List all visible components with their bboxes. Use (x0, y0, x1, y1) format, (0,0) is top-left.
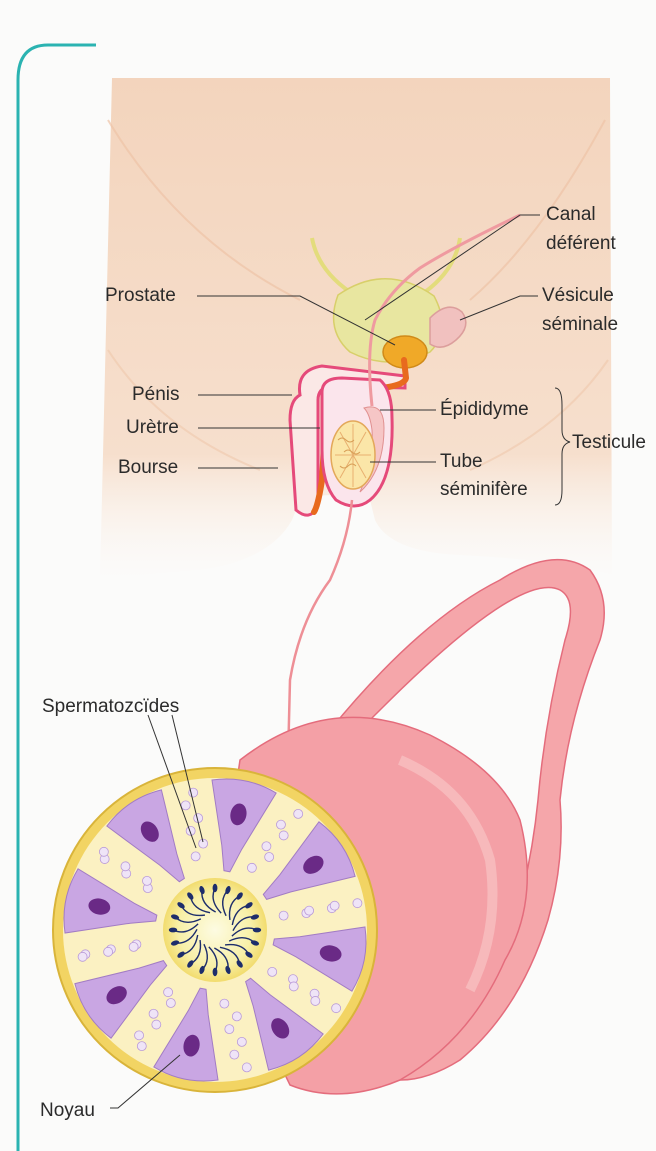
testis (331, 421, 375, 489)
germ-cell (330, 901, 339, 910)
label-tube-line1: Tube (440, 451, 483, 472)
germ-cell (237, 1037, 246, 1046)
label-epididyme: Épididyme (440, 399, 529, 420)
germ-cell (166, 998, 175, 1007)
spermatozoon-head (213, 968, 218, 976)
germ-cell (191, 852, 200, 861)
germ-cell (311, 996, 320, 1005)
germ-cell (78, 952, 87, 961)
germ-cell (104, 947, 113, 956)
label-spermatozoides: Spermatozcïdes (42, 696, 179, 717)
label-prostate: Prostate (105, 285, 176, 306)
germ-cell (289, 982, 298, 991)
germ-cell (262, 842, 271, 851)
germ-cell (121, 862, 130, 871)
tubule-cross-section (53, 768, 377, 1092)
label-penis: Pénis (132, 384, 180, 405)
germ-cell (294, 809, 303, 818)
germ-cell (181, 801, 190, 810)
germ-cell (137, 1042, 146, 1051)
label-vesicule-line1: Vésicule (542, 285, 614, 306)
germ-cell (247, 863, 256, 872)
label-testicule: Testicule (572, 432, 646, 453)
germ-cell (232, 1012, 241, 1021)
germ-cell (135, 1031, 144, 1040)
label-canal-line2: déférent (546, 233, 616, 254)
germ-cell (279, 911, 288, 920)
label-tube-line2: séminifère (440, 479, 528, 500)
spermatozoon-head (169, 928, 177, 933)
germ-cell (279, 831, 288, 840)
germ-cell (276, 820, 285, 829)
germ-cell (143, 876, 152, 885)
label-bourse: Bourse (118, 457, 178, 478)
germ-cell (129, 942, 138, 951)
label-canal-line1: Canal (546, 204, 596, 225)
label-vesicule-line2: séminale (542, 314, 618, 335)
germ-cell (353, 899, 362, 908)
germ-cell (305, 906, 314, 915)
germ-cell (152, 1020, 161, 1029)
spermatozoon-head (253, 928, 261, 933)
germ-cell (242, 1063, 251, 1072)
germ-cell (199, 839, 208, 848)
germ-cell (225, 1025, 234, 1034)
germ-cell (220, 999, 229, 1008)
germ-cell (149, 1009, 158, 1018)
germ-cell (332, 1004, 341, 1013)
germ-cell (265, 853, 274, 862)
label-uretre: Urètre (126, 417, 179, 438)
germ-cell (230, 1050, 239, 1059)
spermatozoon-head (213, 884, 218, 892)
germ-cell (164, 988, 173, 997)
germ-cell (99, 847, 108, 856)
label-noyau: Noyau (40, 1100, 95, 1121)
germ-cell (268, 967, 277, 976)
